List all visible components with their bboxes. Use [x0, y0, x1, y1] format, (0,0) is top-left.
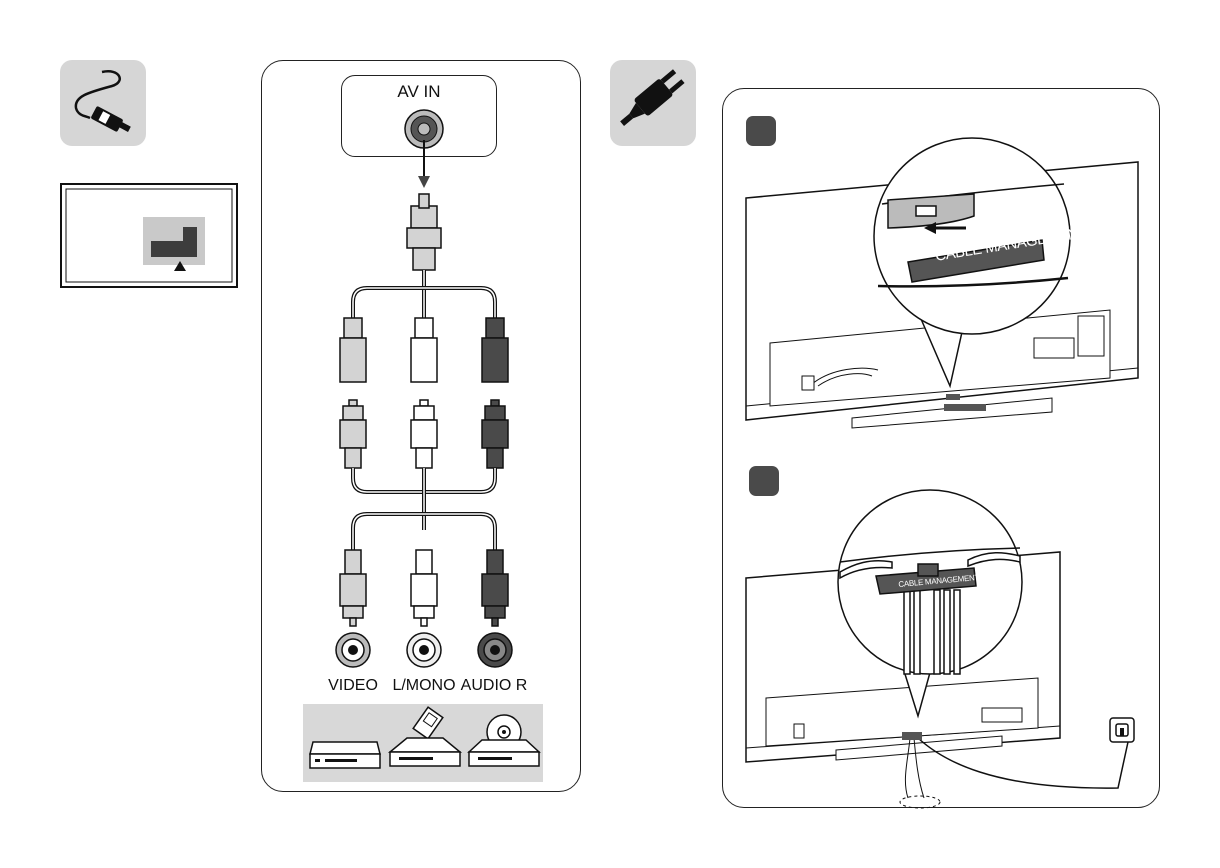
plug-row-1: [340, 318, 508, 382]
blu-ray-player-icon: [468, 708, 540, 768]
lmono-label: L/MONO: [392, 677, 456, 695]
wall-outlet-icon: [1110, 718, 1134, 742]
tv-back-step-1: [722, 88, 1160, 448]
plug-row-3: [340, 550, 508, 626]
plug-row-2: [340, 400, 508, 468]
av-port-location-icon: [60, 183, 238, 288]
power-plug-icon: [610, 60, 696, 146]
cable-icon: [60, 60, 146, 146]
power-plug-icon-tile: [610, 60, 696, 146]
device-jacks: [336, 633, 512, 667]
video-label: VIDEO: [323, 677, 383, 695]
cable-icon-tile: [60, 60, 146, 146]
set-top-box-icon: [389, 708, 461, 768]
dvd-player-icon: [309, 740, 381, 770]
tv-back-step-2: [722, 440, 1160, 800]
audio-r-label: AUDIO R: [458, 677, 530, 695]
